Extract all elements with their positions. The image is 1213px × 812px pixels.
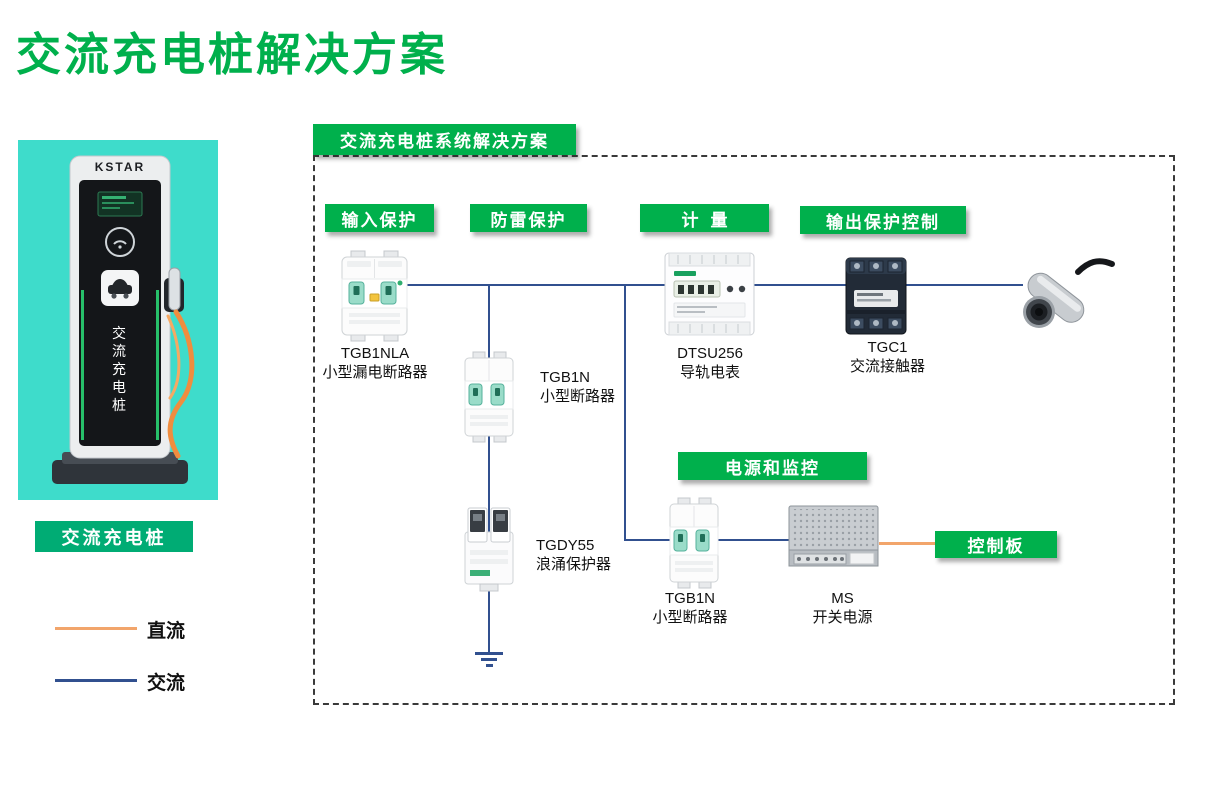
ground-symbol-bar1 [475, 652, 503, 655]
charging-gun-image [1012, 248, 1117, 338]
meter-label: DTSU256 导轨电表 [655, 344, 765, 382]
wire-dc-control-board [879, 542, 936, 545]
mcb-aux-desc: 小型断路器 [652, 609, 728, 626]
ground-symbol-bar3 [486, 664, 493, 667]
psu-image [786, 500, 881, 575]
pile-caption-badge: 交流充电桩 [35, 521, 193, 552]
rcbo-model: TGB1NLA [340, 345, 410, 362]
mcb-main-desc: 小型断路器 [540, 388, 616, 405]
contactor-model: TGC1 [867, 339, 908, 356]
wire-ac-surge-branch [488, 284, 490, 652]
mcb-aux-image [666, 497, 722, 589]
badge-input-protection: 输入保护 [325, 204, 434, 232]
legend-dc-line [55, 627, 137, 630]
badge-output-protection: 输出保护控制 [800, 206, 966, 234]
mcb-aux-model: TGB1N [664, 590, 715, 607]
mcb-main-model: TGB1N [540, 369, 591, 386]
diagram-title-badge: 交流充电桩系统解决方案 [313, 124, 576, 155]
contactor-desc: 交流接触器 [849, 358, 925, 375]
spd-desc: 浪涌保护器 [536, 556, 612, 573]
legend-ac-line [55, 679, 137, 682]
spd-label: TGDY55 浪涌保护器 [536, 536, 646, 574]
legend-ac-label: 交流 [147, 673, 186, 694]
mcb-aux-label: TGB1N 小型断路器 [635, 589, 745, 627]
psu-desc: 开关电源 [812, 609, 873, 626]
meter-model: DTSU256 [677, 345, 743, 362]
spd-image [460, 502, 518, 592]
psu-label: MS 开关电源 [790, 589, 895, 627]
contactor-image [842, 250, 910, 342]
legend-dc-label: 直流 [147, 621, 186, 642]
pile-vertical-label: 交流充电桩 [112, 325, 126, 413]
meter-image [662, 247, 757, 341]
badge-surge-protection: 防雷保护 [470, 204, 587, 232]
badge-metering: 计量 [640, 204, 769, 232]
badge-power-monitoring: 电源和监控 [678, 452, 867, 480]
contactor-label: TGC1 交流接触器 [830, 338, 945, 376]
rcbo-label: TGB1NLA 小型漏电断路器 [310, 344, 440, 382]
wire-ac-psu-branch [624, 284, 626, 541]
psu-model: MS [831, 590, 854, 607]
meter-desc: 导轨电表 [679, 364, 740, 381]
diagram-container [313, 155, 1175, 705]
spd-model: TGDY55 [536, 537, 595, 554]
rcbo-desc: 小型漏电断路器 [322, 364, 428, 381]
badge-control-board: 控制板 [935, 531, 1057, 558]
pile-brand-text: KSTAR [94, 160, 146, 174]
rcbo-image [337, 250, 412, 342]
page-title: 交流充电桩解决方案 [16, 29, 449, 80]
ground-symbol-bar2 [481, 658, 497, 661]
mcb-main-label: TGB1N 小型断路器 [540, 368, 650, 406]
charging-pile-image [52, 155, 195, 484]
mcb-main-image [461, 351, 517, 443]
charging-pile-photo: KSTAR 交流充电桩 [18, 140, 218, 500]
